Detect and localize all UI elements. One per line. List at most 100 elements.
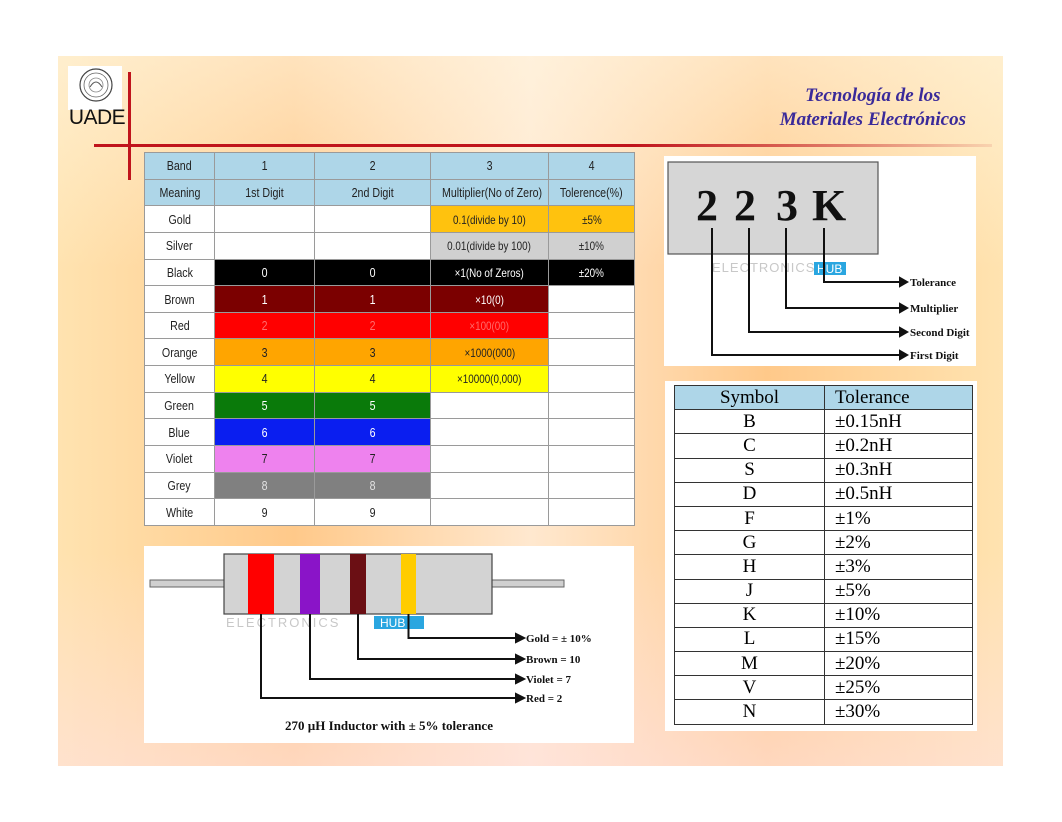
table-cell: 9: [214, 498, 315, 526]
tolerance-cell: ±0.5nH: [824, 481, 973, 507]
leader-line: [823, 228, 900, 283]
leader-line: [711, 228, 900, 356]
symbol-cell: M: [674, 651, 825, 677]
table-cell: 0.1(divide by 10): [430, 205, 549, 233]
color-band: [401, 554, 416, 614]
symbol-cell: K: [674, 602, 825, 628]
table-cell: 4: [314, 365, 431, 393]
code-character: 2: [734, 181, 756, 230]
watermark-text: ELECTRONICS: [712, 260, 815, 275]
leader-line: [260, 614, 516, 699]
table-cell: [548, 498, 635, 526]
table-row: J±5%: [674, 578, 973, 604]
code-label: First Digit: [910, 350, 959, 362]
slide-title: Tecnología de los Materiales Electrónico…: [780, 84, 966, 132]
symbol-cell: H: [674, 554, 825, 580]
color-name-cell: Silver: [144, 231, 215, 260]
header-cell: 1st Digit: [214, 178, 315, 207]
symbol-cell: C: [674, 433, 825, 459]
header-cell: Multiplier(No of Zero): [430, 178, 549, 207]
arrow-head: [515, 653, 527, 665]
header-cell: Symbol: [674, 384, 825, 411]
leader-line: [785, 228, 900, 309]
university-seal-icon: [79, 68, 113, 102]
symbol-cell: S: [674, 457, 825, 483]
table-cell: [314, 231, 431, 260]
band-label: Violet = 7: [526, 674, 571, 686]
tolerance-cell: ±5%: [824, 578, 973, 604]
inductor-caption: 270 µH Inductor with ± 5% tolerance: [285, 718, 493, 733]
color-name-cell: Yellow: [144, 365, 215, 393]
table-cell: 8: [314, 471, 431, 500]
tolerance-cell: ±10%: [824, 602, 973, 628]
header-cell: Tolerance: [824, 384, 973, 411]
table-cell: ±10%: [548, 231, 635, 260]
table-cell: [430, 391, 549, 420]
watermark-badge-text: HUB: [817, 262, 842, 276]
table-cell: 2: [314, 311, 431, 340]
table-cell: [548, 445, 635, 473]
color-name-cell: White: [144, 498, 215, 526]
symbol-cell: D: [674, 481, 825, 507]
table-cell: 4: [214, 365, 315, 393]
color-name-cell: Red: [144, 311, 215, 340]
table-cell: [430, 445, 549, 473]
table-cell: ×10(0): [430, 285, 549, 313]
color-band: [248, 554, 274, 614]
header-cell: 4: [548, 152, 635, 180]
slide-title-line2: Materiales Electrónicos: [779, 109, 966, 130]
watermark-badge: [814, 262, 846, 275]
table-cell: [430, 471, 549, 500]
color-name-cell: Green: [144, 391, 215, 420]
tolerance-cell: ±1%: [824, 505, 973, 532]
lead-right: [491, 579, 565, 588]
color-name-cell: Gold: [144, 205, 215, 233]
code-character: K: [812, 181, 846, 230]
table-cell: [548, 365, 635, 393]
tolerance-cell: ±0.15nH: [824, 409, 973, 435]
table-row: Gold 0.1(divide by 10)±5%: [144, 205, 635, 233]
table-cell: 6: [214, 418, 315, 447]
table-cell: 8: [214, 471, 315, 500]
color-band: [300, 554, 320, 614]
tolerance-cell: ±25%: [824, 675, 973, 701]
table-cell: [548, 471, 635, 500]
tolerance-cell: ±2%: [824, 530, 973, 556]
arrow-head: [899, 276, 910, 288]
lead-left: [149, 579, 231, 588]
table-cell: 3: [214, 338, 315, 367]
color-name-cell: Violet: [144, 445, 215, 473]
table-cell: 0: [314, 258, 431, 287]
header-cell: Meaning: [144, 178, 215, 207]
table-cell: 5: [214, 391, 315, 420]
table-cell: [214, 231, 315, 260]
symbol-cell: B: [674, 409, 825, 435]
university-logo-text: UADE: [68, 106, 126, 129]
table-cell: 1: [214, 285, 315, 313]
header-vertical-rule: [128, 72, 131, 180]
code-label: Multiplier: [910, 303, 958, 315]
table-cell: ±5%: [548, 205, 635, 233]
symbol-cell: L: [674, 626, 825, 653]
table-cell: [548, 338, 635, 367]
color-name-cell: Grey: [144, 471, 215, 500]
table-cell: [548, 285, 635, 313]
color-name-cell: Brown: [144, 285, 215, 313]
color-name-cell: Black: [144, 258, 215, 287]
header-cell: 2nd Digit: [314, 178, 431, 207]
table-row: L±15%: [674, 626, 973, 653]
table-cell: [214, 205, 315, 233]
band-label: Red = 2: [526, 693, 563, 705]
